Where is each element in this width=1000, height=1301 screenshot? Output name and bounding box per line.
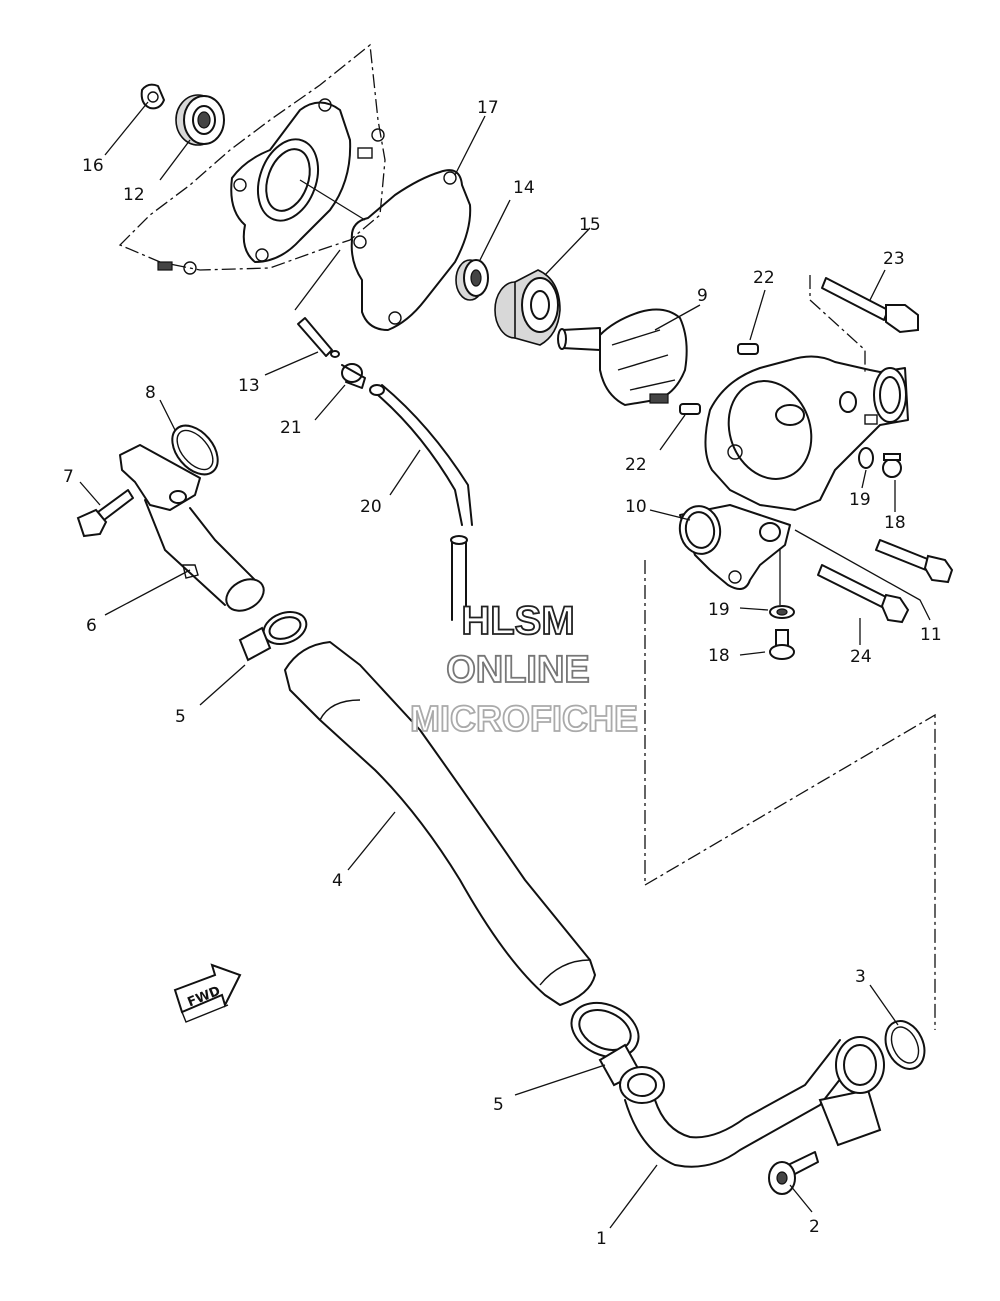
callout-1: 1 — [596, 1229, 607, 1249]
callout-21: 21 — [280, 418, 302, 438]
elbow-10 — [678, 504, 791, 590]
callout-20: 20 — [360, 497, 382, 517]
leader-lines — [79, 101, 931, 1229]
callout-9: 9 — [697, 286, 708, 306]
bolt-24 — [817, 564, 910, 624]
callout-15: 15 — [579, 215, 601, 235]
callout-18-lower: 18 — [708, 646, 730, 666]
callout-23: 23 — [883, 249, 905, 269]
callout-22-lower: 22 — [625, 455, 647, 475]
o-ring-3 — [884, 1020, 926, 1070]
gasket-17 — [350, 169, 472, 331]
pin-13 — [297, 317, 340, 358]
callouts: 1 2 3 4 5 5 6 7 8 9 10 11 12 13 14 15 16… — [63, 98, 942, 1249]
dowel-pins-22 — [679, 343, 759, 415]
hose-4 — [284, 641, 596, 1006]
callout-19-lower: 19 — [708, 600, 730, 620]
callout-12: 12 — [123, 185, 145, 205]
callout-6: 6 — [86, 616, 97, 636]
washer-14 — [455, 259, 489, 301]
callout-14: 14 — [513, 178, 535, 198]
callout-11: 11 — [920, 625, 942, 645]
reference-lines — [294, 179, 936, 1030]
mechanical-seal-15 — [494, 269, 561, 346]
bolt-7 — [76, 489, 134, 538]
washer-bolt-lower — [769, 605, 795, 660]
washer-bolt-upper — [858, 447, 902, 478]
callout-16: 16 — [82, 156, 104, 176]
pipe-1 — [619, 1036, 885, 1168]
callout-8: 8 — [145, 383, 156, 403]
bolt-2 — [768, 1151, 819, 1195]
callout-5-upper: 5 — [175, 707, 186, 727]
bolt-11 — [875, 539, 954, 584]
watermark: HLSM ONLINE MICROFICHE — [409, 598, 639, 740]
hose-20 — [369, 384, 473, 621]
crankcase-cover — [118, 43, 386, 275]
bolt-23 — [821, 277, 919, 334]
callout-13: 13 — [238, 376, 260, 396]
callout-22-upper: 22 — [753, 268, 775, 288]
callout-2: 2 — [809, 1217, 820, 1237]
callout-19-upper: 19 — [849, 490, 871, 510]
callout-5-lower: 5 — [493, 1095, 504, 1115]
clip-21 — [341, 363, 366, 389]
water-pump-housing — [704, 355, 909, 511]
callout-10: 10 — [625, 497, 647, 517]
impeller-shaft-9 — [557, 308, 688, 407]
callout-17: 17 — [477, 98, 499, 118]
watermark-line-3: MICROFICHE — [410, 698, 638, 739]
callout-24: 24 — [850, 647, 872, 667]
callout-3: 3 — [855, 967, 866, 987]
o-ring-8 — [171, 424, 219, 476]
callout-4: 4 — [332, 871, 343, 891]
callout-18-upper: 18 — [884, 513, 906, 533]
oil-seal-16 — [140, 83, 165, 110]
watermark-line-1: HLSM — [461, 599, 574, 643]
fwd-arrow-icon: FWD — [173, 963, 242, 1023]
clamp-5-upper — [238, 611, 308, 662]
pipe-6 — [119, 444, 265, 612]
bearing-12 — [175, 94, 225, 146]
callout-7: 7 — [63, 467, 74, 487]
watermark-line-2: ONLINE — [446, 649, 590, 691]
